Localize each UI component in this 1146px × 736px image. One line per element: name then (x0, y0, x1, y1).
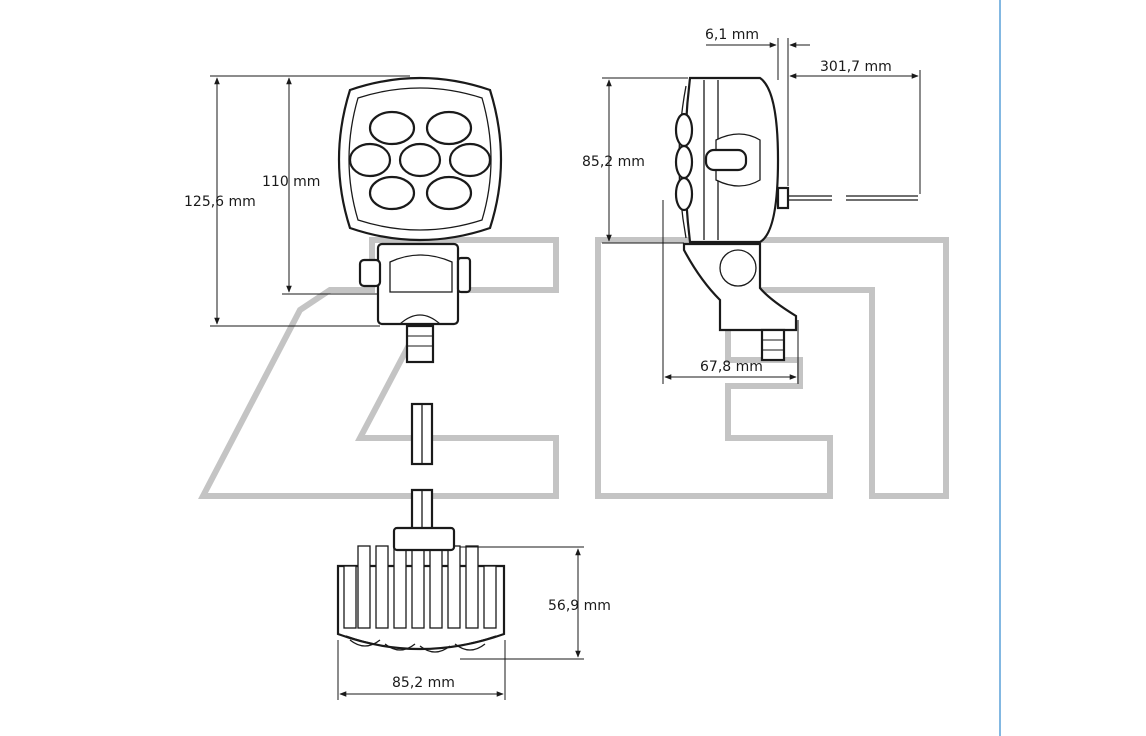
front-total-height-label: 125,6 mm (184, 194, 256, 210)
side-cable-length-label: 301,7 mm (820, 59, 892, 75)
bottom-dim-width (337, 640, 506, 700)
front-housing-height-label: 110 mm (262, 174, 320, 190)
led-array (348, 110, 492, 211)
bottom-view (336, 402, 506, 653)
side-view (674, 76, 918, 362)
side-gap-label: 6,1 mm (705, 27, 759, 43)
side-depth-label: 67,8 mm (700, 359, 763, 375)
side-height-label: 85,2 mm (582, 154, 645, 170)
side-dim-gap (706, 38, 810, 186)
bottom-width-label: 85,2 mm (392, 675, 455, 691)
side-dim-height (602, 77, 688, 244)
front-view (337, 76, 503, 364)
cooling-fins (343, 539, 497, 629)
watermark-logo (198, 237, 949, 499)
front-dim-total-height (210, 75, 410, 327)
front-dim-housing-height (282, 77, 378, 295)
bottom-dim-height (460, 546, 584, 660)
bottom-height-label: 56,9 mm (548, 598, 611, 614)
side-dim-depth (662, 200, 799, 384)
side-dim-cable (789, 70, 921, 194)
